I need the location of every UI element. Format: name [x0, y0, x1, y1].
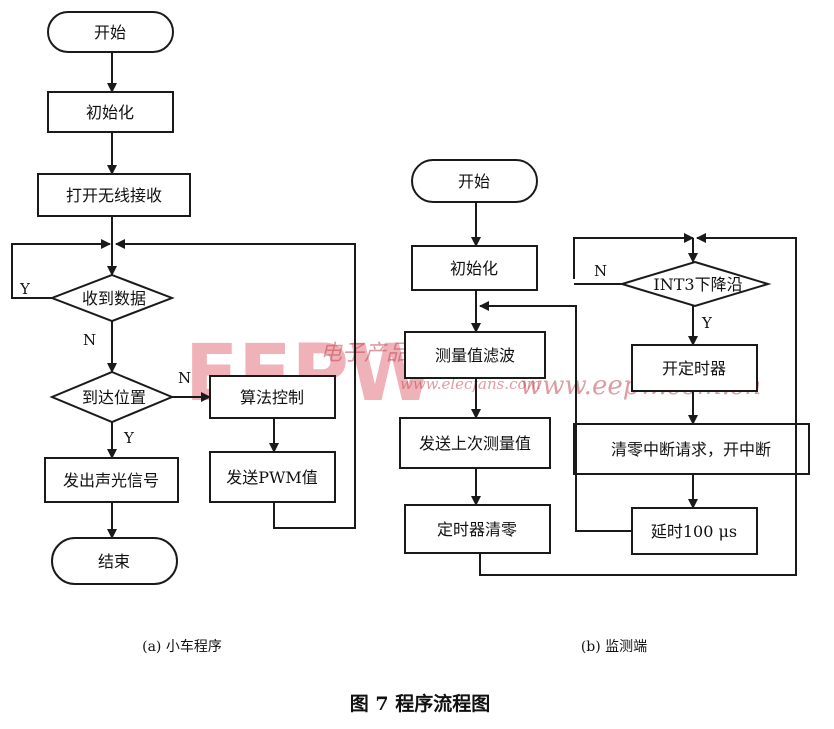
left-arrive-label: 到达位置 — [82, 388, 146, 407]
left-wireless-label: 打开无线接收 — [66, 186, 162, 205]
left-init-box — [47, 91, 174, 133]
figure-title: 图 7 程序流程图 — [350, 692, 490, 715]
right-delay-box — [631, 507, 758, 555]
mid-init-label: 初始化 — [450, 259, 498, 278]
right-flowchart: N INT3下降沿 Y 开定时器 清零中断请求，开中断 延时100 μs (b)… — [479, 233, 810, 655]
mid-start-terminal — [411, 159, 538, 203]
mid-init-box — [411, 245, 538, 291]
arrow-delay-to-filter — [479, 301, 632, 532]
mid-send-label: 发送上次测量值 — [419, 434, 531, 453]
arrow-timerclear-to-int3 — [479, 233, 797, 576]
left-end-terminal — [51, 537, 178, 585]
arrow-recv-yes-loop — [11, 239, 111, 299]
mid-timer-label: 定时器清零 — [437, 520, 517, 539]
right-clear-box — [573, 423, 810, 475]
left-init-label: 初始化 — [86, 103, 134, 122]
right-n-label: N — [594, 262, 607, 280]
left-flowchart: 开始 初始化 打开无线接收 Y 收到数据 N 到达位置 N 算法控制 发送PWM… — [11, 11, 356, 655]
right-caption: (b) 监测端 — [581, 639, 647, 655]
left-signal-box — [44, 457, 179, 503]
mid-start-label: 开始 — [458, 172, 490, 191]
left-algo-box — [209, 375, 336, 419]
left-pwm-label: 发送PWM值 — [226, 468, 318, 487]
right-int3-label: INT3下降沿 — [653, 275, 742, 294]
left-wireless-box — [37, 173, 191, 217]
right-delay-label: 延时100 μs — [651, 522, 737, 541]
left-signal-label: 发出声光信号 — [63, 471, 159, 490]
left-start-terminal — [47, 11, 174, 53]
arrow-pwm-loop — [115, 239, 356, 529]
right-int3-diamond — [618, 260, 772, 308]
left-pwm-box — [209, 451, 336, 503]
left-y1-label: Y — [19, 280, 31, 298]
watermark-url: www.elecfans.com — [400, 375, 541, 393]
right-timer-label: 开定时器 — [662, 359, 726, 378]
mid-timer-box — [404, 504, 551, 554]
left-n2-label: N — [178, 369, 191, 387]
mid-filter-label: 测量值滤波 — [435, 346, 515, 365]
left-start-label: 开始 — [94, 23, 126, 42]
left-end-label: 结束 — [98, 552, 130, 571]
right-timer-box — [631, 344, 758, 392]
left-y2-label: Y — [123, 429, 135, 447]
mid-send-box — [399, 417, 551, 469]
left-algo-label: 算法控制 — [240, 388, 304, 407]
middle-flowchart: 开始 初始化 测量值滤波 发送上次测量值 定时器清零 — [399, 159, 551, 554]
left-caption: (a) 小车程序 — [142, 638, 222, 655]
left-recv-label: 收到数据 — [82, 289, 146, 308]
arrow-int3-no-loop — [573, 233, 694, 279]
right-clear-label: 清零中断请求，开中断 — [611, 440, 771, 459]
right-y-label: Y — [701, 314, 713, 332]
left-n1-label: N — [83, 331, 96, 349]
